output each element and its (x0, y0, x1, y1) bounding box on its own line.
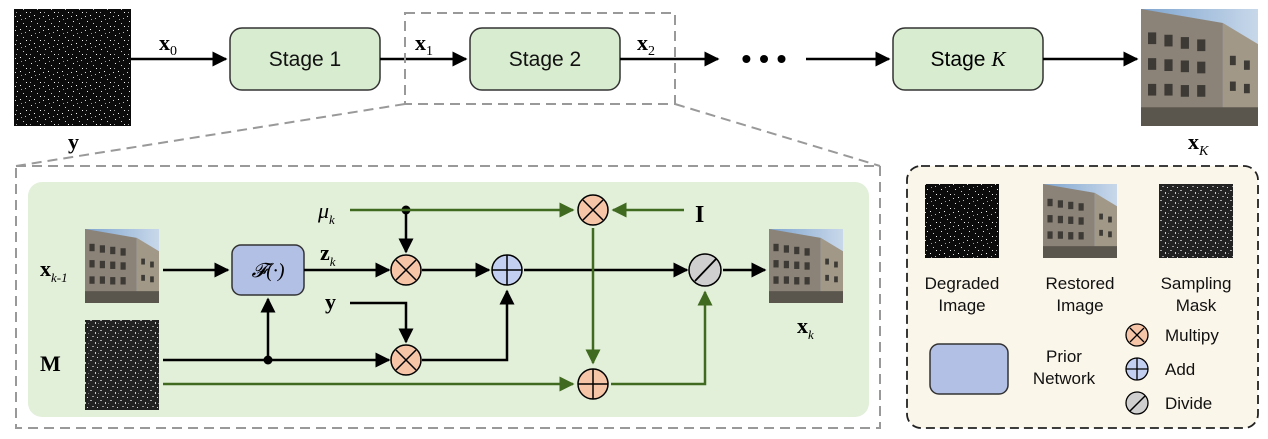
input-image-xk-1 (85, 229, 159, 303)
legend-multiply-icon (1125, 323, 1149, 347)
inner-green-panel (28, 182, 869, 417)
stage-2-zoom-frame (404, 12, 676, 105)
legend-divide-label: Divide (1165, 394, 1212, 413)
legend-degraded-line1: Degraded (925, 274, 1000, 293)
stage-1-label: Stage 1 (269, 48, 341, 71)
legend-divide-icon (1125, 391, 1149, 415)
arrow-mult2-to-add1 (422, 289, 515, 362)
legend-mask-thumb (1159, 184, 1233, 258)
label-y-top: y (68, 129, 79, 154)
add-op-1 (491, 254, 523, 286)
restored-output-image (1141, 9, 1258, 126)
label-y-inner: y (325, 289, 336, 314)
multiply-op-3 (577, 194, 609, 226)
legend-box: Degraded Image Restored Image Sampling M… (906, 165, 1259, 429)
label-xk-1: xk-1 (40, 256, 68, 285)
label-xK: xK (1188, 129, 1209, 159)
label-xk-out: xk (797, 313, 814, 342)
ellipsis-dots: • • • (742, 43, 787, 74)
legend-prior-line2: Network (1033, 369, 1096, 388)
legend-multiply-label: Multipy (1165, 326, 1219, 345)
add-op-2 (577, 368, 609, 400)
prior-network-label: 𝓕(·) (251, 260, 284, 282)
output-image-xk (769, 229, 843, 303)
label-x2: x2 (637, 30, 655, 59)
label-x0: x0 (159, 30, 177, 59)
junction-M (263, 355, 273, 365)
stage-2-label: Stage 2 (509, 48, 581, 71)
legend-mask-line2: Mask (1176, 296, 1217, 315)
sampling-mask-image (85, 320, 159, 410)
legend-mask-line1: Sampling (1161, 274, 1232, 293)
legend-add-label: Add (1165, 360, 1195, 379)
zoom-line-right (674, 103, 881, 167)
label-M: M (40, 351, 61, 376)
label-z-k: zk (320, 240, 336, 269)
stage-detail-panel: xk-1 M μk zk y I xk 𝓕(·) (15, 165, 881, 429)
arrow-y-to-mult2 (350, 301, 414, 344)
label-mu-k: μk (317, 198, 335, 227)
divide-op (688, 253, 722, 287)
legend-prior-swatch (929, 343, 1009, 395)
legend-degraded-line2: Image (938, 296, 985, 315)
legend-prior-line1: Prior (1046, 347, 1082, 366)
legend-restored-line2: Image (1056, 296, 1103, 315)
multiply-op-1 (390, 254, 422, 286)
degraded-input-image (14, 9, 131, 126)
arrow-add2-to-divide (611, 290, 713, 386)
label-x1: x1 (415, 30, 433, 59)
zoom-line-left (15, 103, 406, 167)
legend-restored-thumb (1043, 184, 1117, 258)
legend-restored-line1: Restored (1046, 274, 1115, 293)
multiply-op-2 (390, 344, 422, 376)
legend-add-icon (1125, 357, 1149, 381)
legend-degraded-thumb (925, 184, 999, 258)
label-I: I (695, 202, 704, 228)
